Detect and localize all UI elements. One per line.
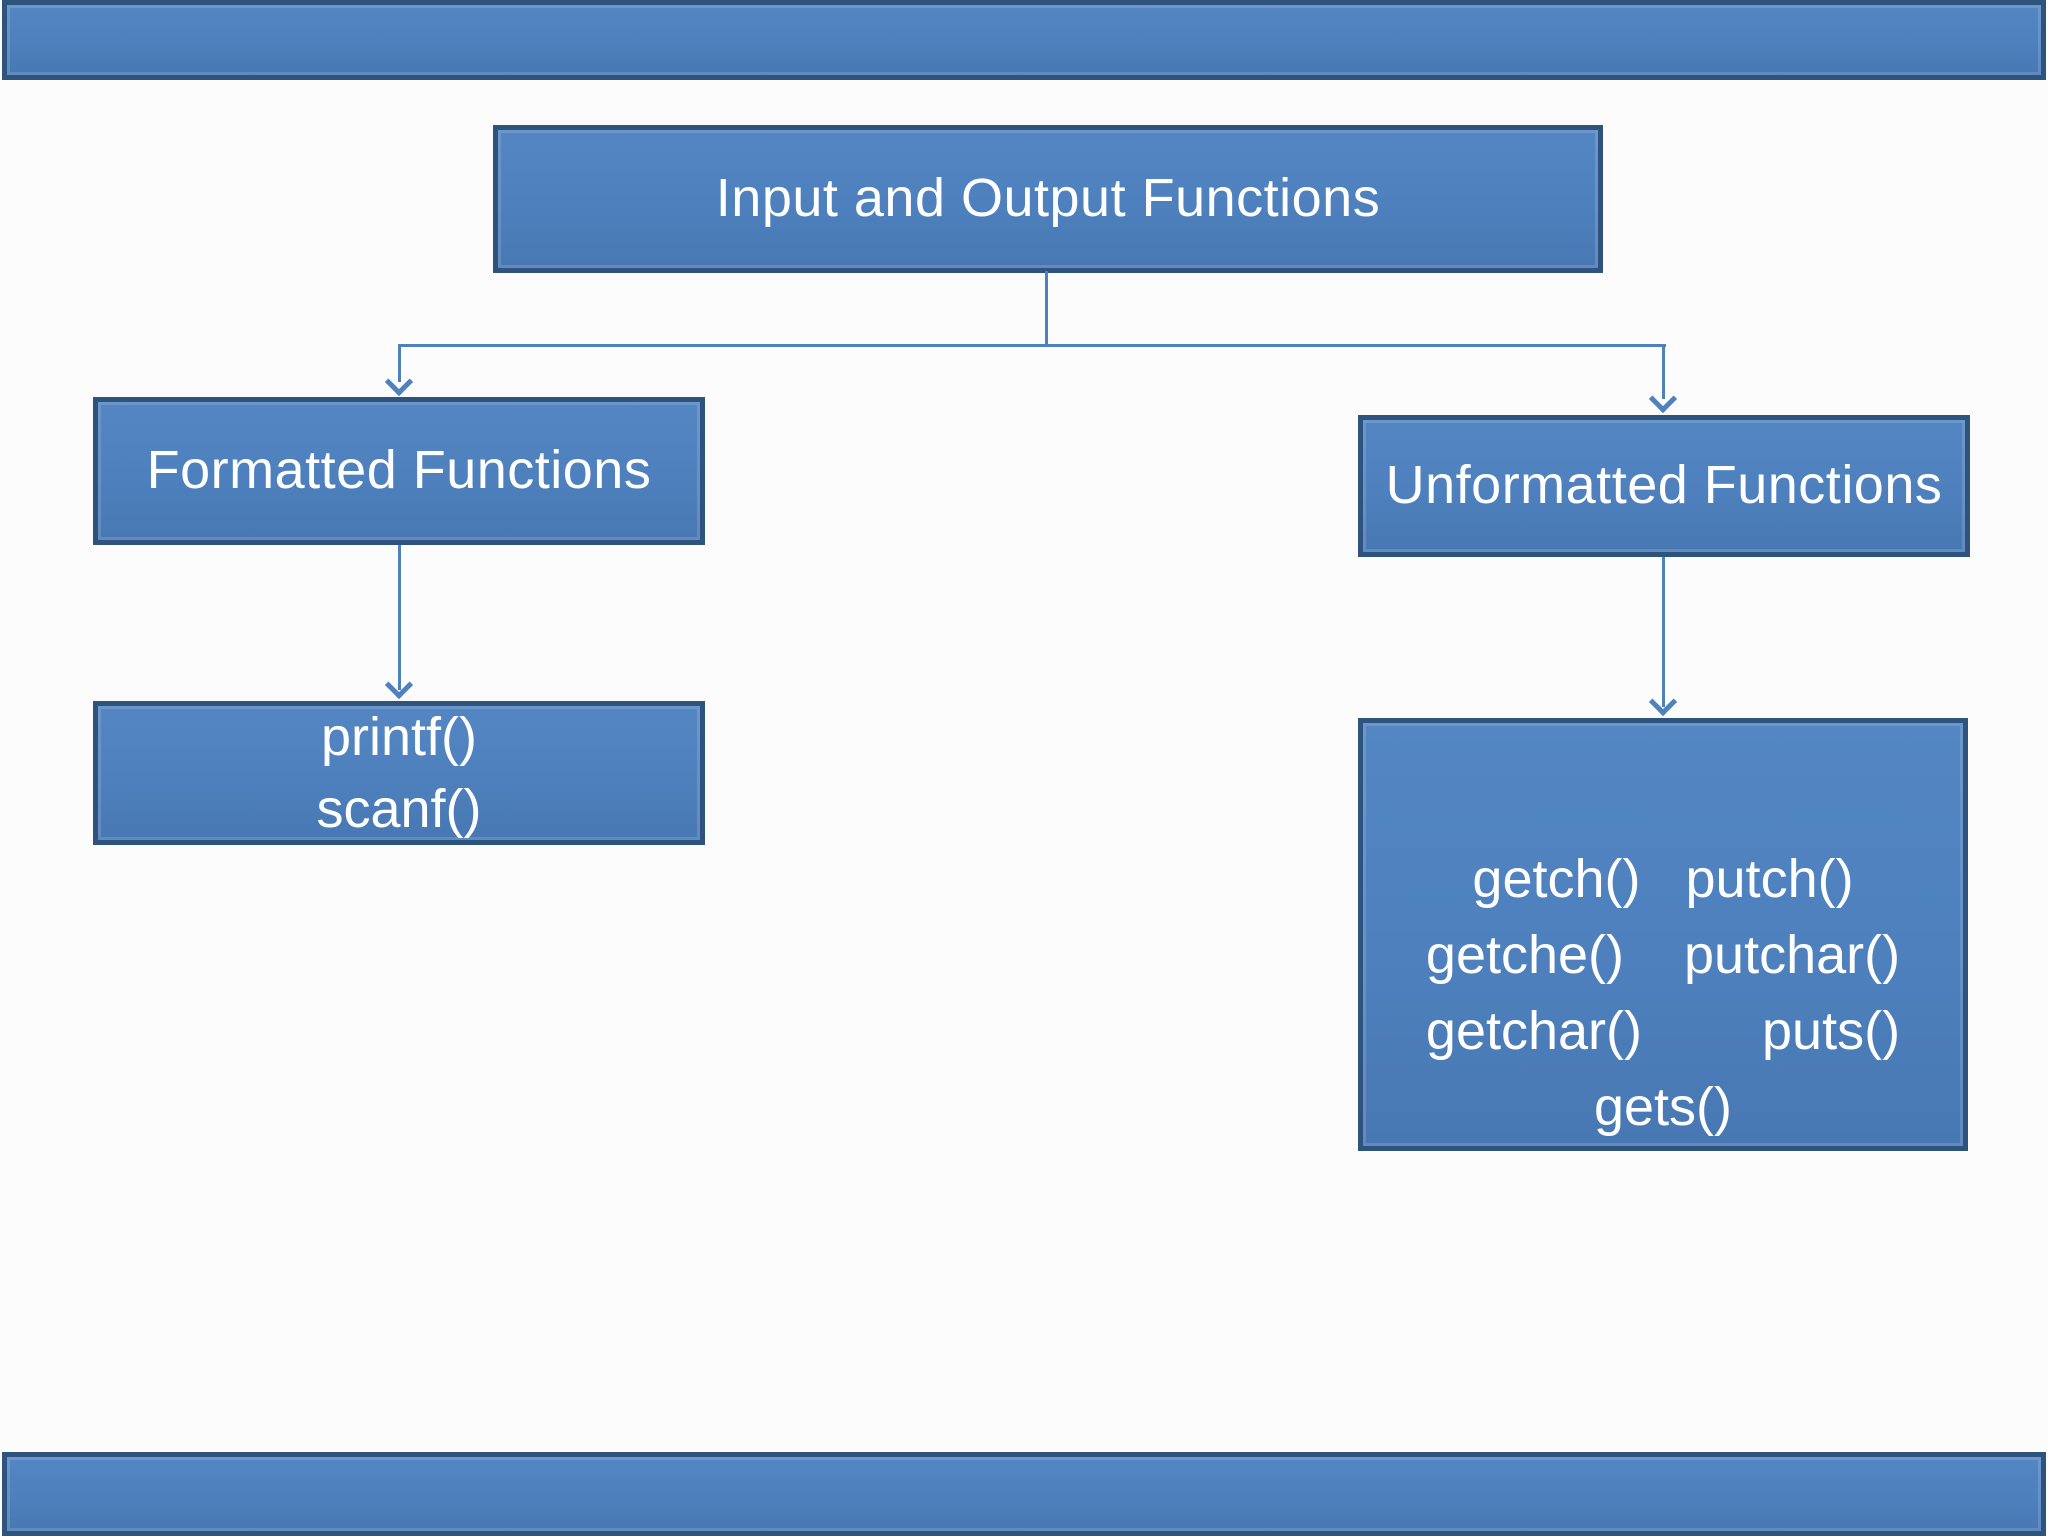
arrow-down-icon-unformatted: [1648, 687, 1678, 717]
unformatted-function-list: getch() putch() getche() putchar() getch…: [1425, 849, 1901, 1137]
top-banner-bar: [2, 0, 2046, 80]
connector-left-branch-line: [398, 344, 401, 382]
connector-right-branch-line: [1662, 344, 1665, 399]
unformatted-function-list-box: getch() putch() getche() putchar() getch…: [1358, 718, 1968, 1151]
formatted-function-list-box: printf() scanf(): [93, 701, 705, 845]
formatted-functions-label: Formatted Functions: [146, 440, 652, 501]
connector-horizontal-line: [398, 344, 1666, 347]
arrow-down-icon-right-branch: [1648, 384, 1678, 414]
formatted-functions-box: Formatted Functions: [93, 397, 705, 545]
unformatted-functions-box: Unformatted Functions: [1358, 415, 1970, 557]
arrow-down-icon-formatted: [384, 670, 414, 700]
connector-unformatted-stem: [1662, 557, 1665, 707]
formatted-function-list: printf() scanf(): [316, 707, 482, 839]
root-node-label: Input and Output Functions: [715, 168, 1381, 229]
arrow-down-icon-left-branch: [384, 367, 414, 397]
connector-root-stem: [1045, 271, 1048, 347]
connector-formatted-stem: [398, 545, 401, 690]
unformatted-functions-label: Unformatted Functions: [1385, 455, 1943, 516]
root-node-box: Input and Output Functions: [493, 125, 1603, 273]
bottom-banner-bar: [2, 1452, 2046, 1536]
